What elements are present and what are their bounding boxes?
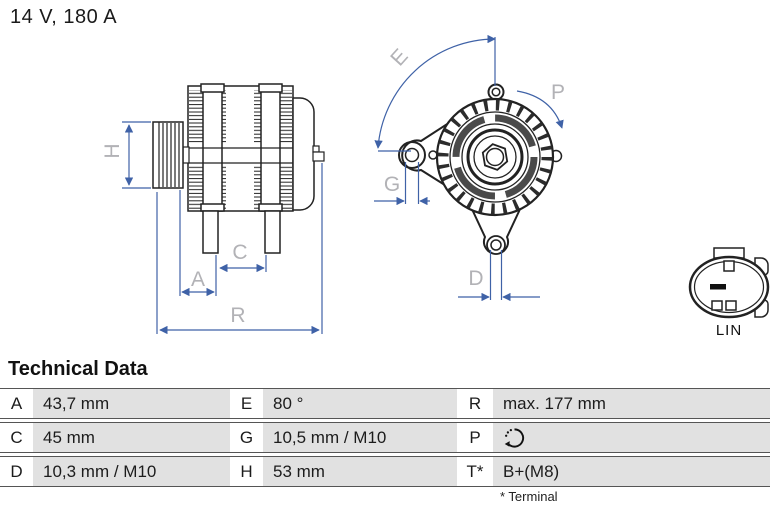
row-label: A — [0, 389, 33, 418]
row-value: 43,7 mm — [33, 389, 230, 418]
dim-label-G: G — [384, 173, 400, 196]
dim-label-P: P — [551, 81, 565, 104]
row-value: max. 177 mm — [493, 389, 770, 418]
table-row: A 43,7 mm E 80 ° R max. 177 mm — [0, 388, 770, 419]
row-value: B+(M8) — [493, 457, 770, 486]
row-label: G — [230, 423, 263, 452]
dim-label-E: E — [386, 45, 412, 71]
side-view-dimensions — [122, 121, 323, 335]
technical-data-table: A 43,7 mm E 80 ° R max. 177 mm C 45 mm G… — [0, 388, 770, 490]
row-label: H — [230, 457, 263, 486]
row-value: 10,3 mm / M10 — [33, 457, 230, 486]
dim-label-D: D — [468, 267, 483, 290]
row-label: P — [457, 423, 493, 452]
row-label: E — [230, 389, 263, 418]
page-title: 14 V, 180 A — [10, 6, 118, 28]
row-label: C — [0, 423, 33, 452]
row-value: 53 mm — [263, 457, 457, 486]
row-value: 10,5 mm / M10 — [263, 423, 457, 452]
row-label: D — [0, 457, 33, 486]
dim-label-R: R — [230, 304, 245, 327]
front-view-dimensions — [374, 34, 564, 302]
terminal-footnote: * Terminal — [500, 489, 558, 504]
table-row: D 10,3 mm / M10 H 53 mm T* B+(M8) — [0, 456, 770, 487]
row-value: 80 ° — [263, 389, 457, 418]
dim-label-C: C — [232, 241, 247, 264]
alternator-front-view — [398, 83, 563, 255]
rotation-clockwise-icon — [504, 428, 525, 448]
alternator-side-view — [152, 83, 325, 254]
dim-label-H: H — [101, 143, 124, 158]
dimension-labels: H A C R E G P D — [101, 45, 565, 327]
lin-connector-pinout — [688, 247, 770, 319]
row-label: T* — [457, 457, 493, 486]
table-row: C 45 mm G 10,5 mm / M10 P — [0, 422, 770, 453]
connector-label: LIN — [716, 322, 742, 339]
dim-label-A: A — [191, 268, 205, 291]
row-value — [493, 423, 770, 452]
section-heading: Technical Data — [8, 358, 148, 380]
lin-pin — [710, 284, 726, 290]
row-label: R — [457, 389, 493, 418]
row-value: 45 mm — [33, 423, 230, 452]
rotation-direction-arrow — [516, 90, 564, 129]
